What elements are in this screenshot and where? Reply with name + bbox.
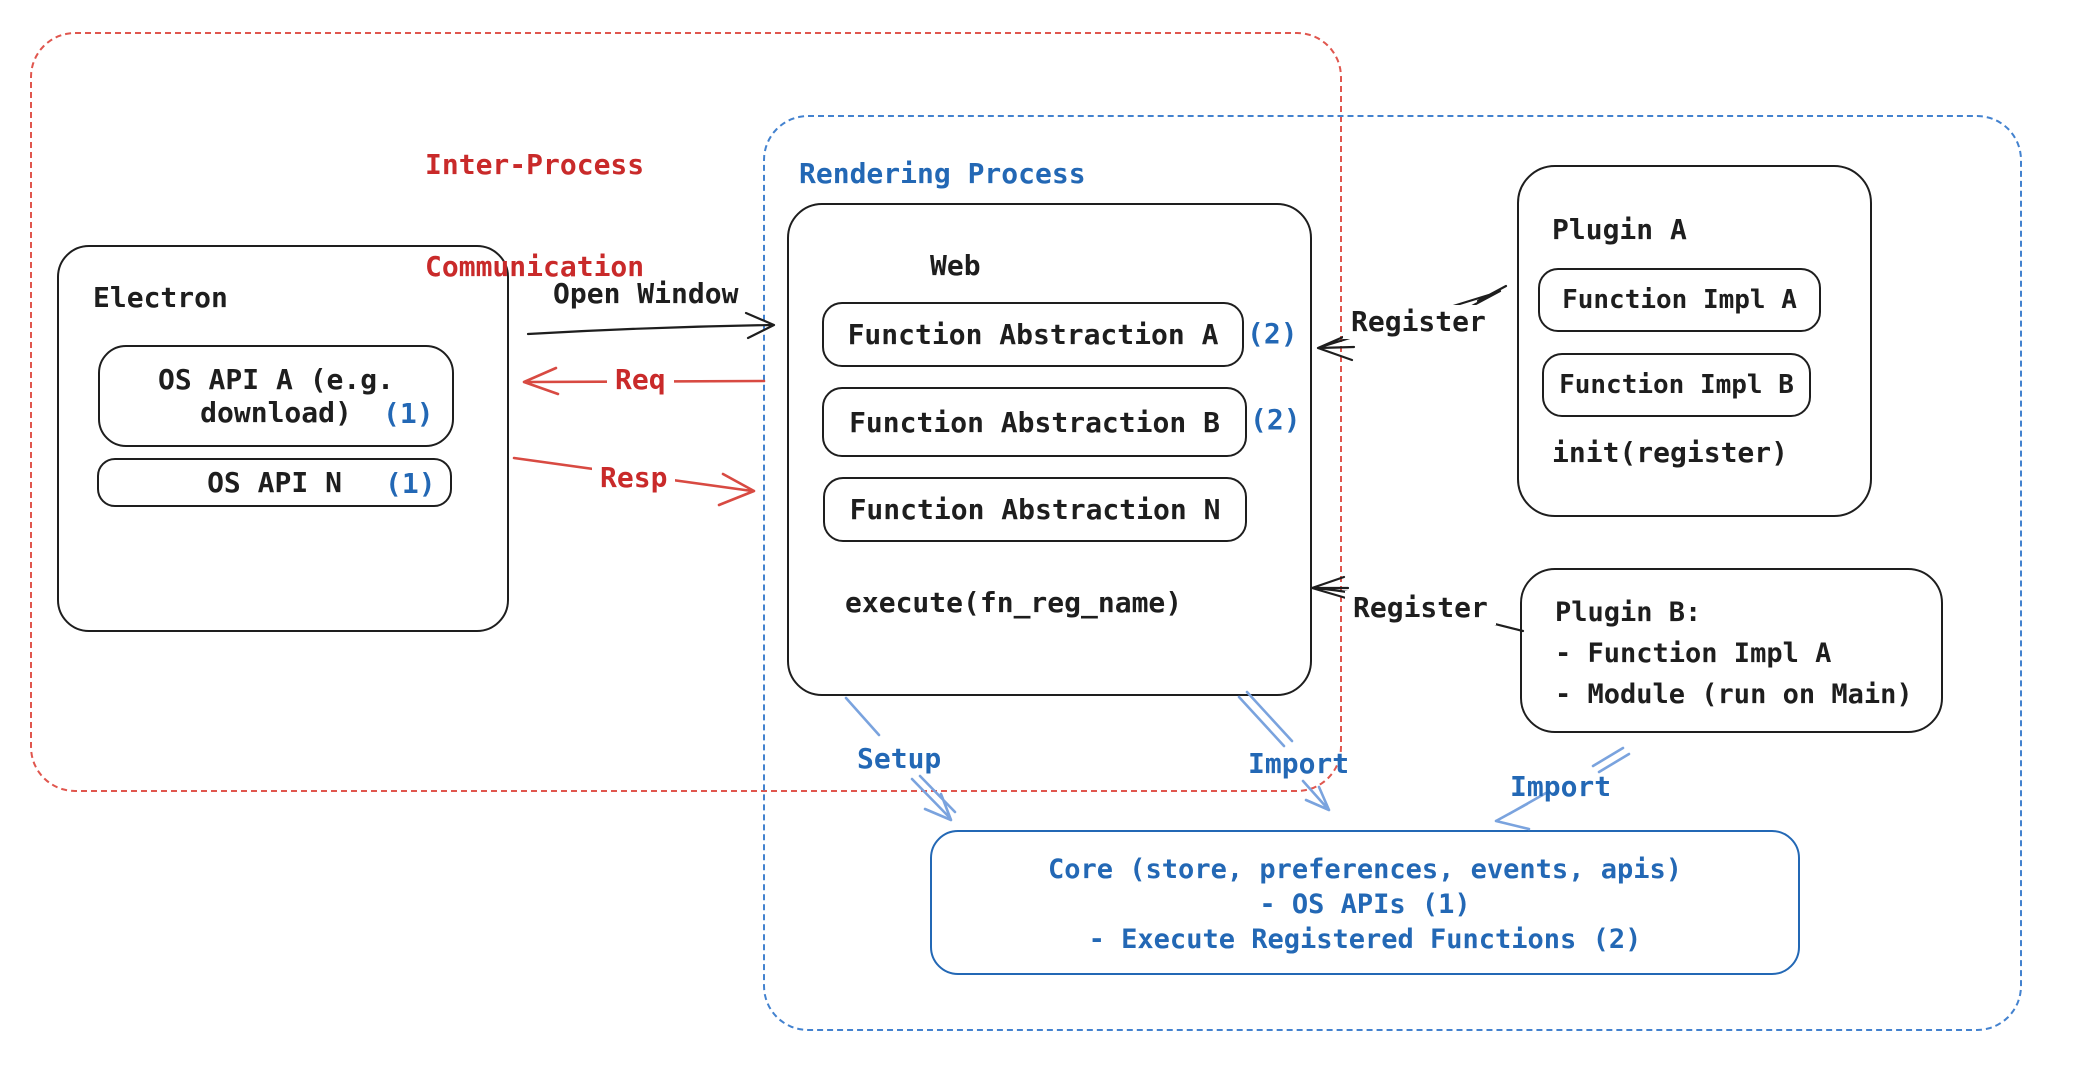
function-impl-b-label: Function Impl B	[1559, 369, 1794, 400]
os-api-n-badge: (1)	[385, 467, 436, 500]
import-web-label: Import	[1248, 747, 1350, 780]
init-register-label: init(register)	[1552, 436, 1789, 469]
req-label: Req	[607, 363, 674, 397]
setup-label: Setup	[857, 742, 942, 775]
os-api-a-line1: OS API A (e.g.	[157, 363, 394, 396]
function-impl-b-box: Function Impl B	[1542, 353, 1811, 417]
function-impl-a-box: Function Impl A	[1538, 268, 1821, 332]
rendering-region-outline	[763, 115, 2022, 1031]
os-api-n-box: OS API N	[97, 458, 452, 507]
plugin-b-title: Plugin B:	[1555, 597, 1702, 628]
function-abstraction-n-label: Function Abstraction N	[849, 493, 1221, 526]
plugin-a-box	[1517, 165, 1872, 517]
os-api-a-badge: (1)	[383, 397, 434, 430]
os-api-a-box: OS API A (e.g. download)	[98, 345, 454, 447]
core-line1: Core (store, preferences, events, apis)	[1048, 854, 1682, 885]
electron-title: Electron	[93, 281, 228, 314]
web-title: Web	[930, 249, 981, 282]
plugin-b-box: Plugin B: - Function Impl A - Module (ru…	[1520, 568, 1943, 733]
os-api-a-line2: download)	[200, 396, 352, 429]
plugin-a-title: Plugin A	[1552, 213, 1687, 246]
import-plugin-b-label: Import	[1510, 770, 1612, 803]
ipc-region-outline	[30, 32, 1342, 792]
core-line2: - OS APIs (1)	[1259, 889, 1471, 920]
execute-label: execute(fn_reg_name)	[845, 586, 1183, 619]
function-abstraction-b-badge: (2)	[1250, 403, 1301, 436]
ipc-label-line1: Inter-Process	[425, 148, 645, 181]
core-line3: - Execute Registered Functions (2)	[1088, 924, 1642, 955]
register-top-label: Register	[1343, 305, 1494, 339]
function-impl-a-label: Function Impl A	[1562, 284, 1797, 315]
resp-label: Resp	[592, 461, 676, 495]
function-abstraction-a-box: Function Abstraction A	[822, 302, 1244, 367]
ipc-region-label: Inter-Process Communication	[425, 80, 644, 352]
open-window-label: Open Window	[553, 277, 739, 310]
function-abstraction-n-box: Function Abstraction N	[823, 477, 1247, 542]
function-abstraction-a-label: Function Abstraction A	[847, 318, 1219, 351]
function-abstraction-a-badge: (2)	[1247, 317, 1298, 350]
os-api-n-label: OS API N	[207, 466, 342, 499]
ipc-label-line2: Communication	[425, 250, 645, 283]
function-abstraction-b-box: Function Abstraction B	[822, 387, 1247, 457]
register-bottom-label: Register	[1345, 591, 1496, 625]
rendering-region-label: Rendering Process	[799, 157, 1086, 190]
function-abstraction-b-label: Function Abstraction B	[849, 405, 1220, 439]
plugin-b-item2: - Module (run on Main)	[1555, 679, 1913, 710]
core-box: Core (store, preferences, events, apis) …	[930, 830, 1800, 975]
plugin-b-item1: - Function Impl A	[1555, 638, 1832, 669]
